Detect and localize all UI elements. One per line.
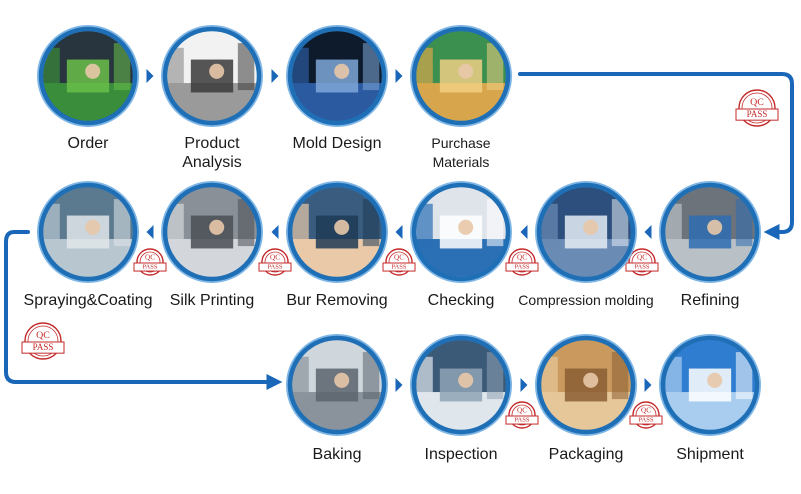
connector-layer <box>4 69 794 392</box>
step-label: Silk Printing <box>169 292 255 309</box>
step-ring <box>38 182 138 282</box>
stamp-qc-text: QC <box>517 254 527 262</box>
process-step-node <box>286 334 388 436</box>
row2-to-row3-connector <box>4 230 283 390</box>
step-ring <box>287 335 387 435</box>
flow-chevron <box>395 69 403 83</box>
qc-pass-stamp-icon: QC PASS <box>505 401 539 429</box>
flow-chevron <box>146 225 154 239</box>
machinery-photo <box>292 31 382 121</box>
step-ring <box>411 26 511 126</box>
process-step-node <box>659 334 761 436</box>
flow-chevron <box>644 225 652 239</box>
row1-to-row2-connector <box>518 72 794 240</box>
step-label: Refining <box>680 292 740 309</box>
step-ring <box>38 26 138 126</box>
inspection-workers-photo <box>416 340 506 430</box>
process-step-node <box>286 25 388 127</box>
flow-chevron <box>271 225 279 239</box>
stamp-qc-text: QC <box>270 254 280 262</box>
qc-pass-stamp-icon: QC PASS <box>382 248 416 276</box>
flow-chevron <box>520 378 528 392</box>
process-step-node <box>286 181 388 283</box>
flow-chevron <box>520 225 528 239</box>
stamp-pass-text: PASS <box>639 417 654 424</box>
process-step-node <box>37 181 139 283</box>
stamp-qc-text: QC <box>145 254 155 262</box>
process-step-node <box>37 25 139 127</box>
step-ring <box>287 182 387 282</box>
qc-pass-stamp-icon: QC PASS <box>625 248 659 276</box>
stamp-qc-text: QC <box>641 407 651 415</box>
stamp-pass-text: PASS <box>143 264 158 271</box>
step-label: Mold Design <box>292 135 382 152</box>
meeting-photo <box>167 31 257 121</box>
process-step-node <box>161 25 263 127</box>
stamp-pass-text: PASS <box>635 264 650 271</box>
step-ring <box>162 26 262 126</box>
stamp-qc-text: QC <box>394 254 404 262</box>
oven-cabinets-photo <box>292 340 382 430</box>
flow-chevron <box>395 378 403 392</box>
stamp-pass-text: PASS <box>33 342 54 352</box>
qc-pass-stamp-icon: QC PASS <box>505 248 539 276</box>
step-ring <box>660 335 760 435</box>
qc-pass-stamp-icon: QC PASS <box>629 401 663 429</box>
step-label-line: Product <box>184 135 240 152</box>
process-step-node <box>410 181 512 283</box>
qc-pass-stamp-icon: QC PASS <box>133 248 167 276</box>
step-label-line: Materials <box>432 154 490 170</box>
process-step-node <box>659 181 761 283</box>
stamp-pass-text: PASS <box>392 264 407 271</box>
step-ring <box>411 335 511 435</box>
node-layer: QCPASSQCPASSQCPASSQCPASSQCPASSQCPASSQCPA… <box>21 25 779 436</box>
process-step-node <box>535 181 637 283</box>
step-ring <box>660 182 760 282</box>
step-label: Checking <box>427 292 495 309</box>
cleanroom-workers-photo <box>541 187 631 277</box>
flow-chevron <box>146 69 154 83</box>
step-label: Shipment <box>676 446 744 463</box>
stamp-qc-text: QC <box>517 407 527 415</box>
process-step-node <box>535 334 637 436</box>
process-step-node <box>410 25 512 127</box>
step-label: Compression molding <box>518 292 654 308</box>
flow-chevron <box>644 378 652 392</box>
flow-chevron <box>395 225 403 239</box>
spray-booth-photo <box>43 187 133 277</box>
step-label: Spraying&Coating <box>23 292 153 309</box>
stamp-qc-text: QC <box>750 97 764 108</box>
step-label: Packaging <box>548 446 624 463</box>
flow-chevron <box>271 69 279 83</box>
stamp-qc-text: QC <box>36 330 50 341</box>
step-label: Bur Removing <box>286 292 388 309</box>
step-ring <box>411 182 511 282</box>
lab-technician-photo <box>416 187 506 277</box>
stamp-pass-text: PASS <box>747 109 768 119</box>
step-ring <box>536 182 636 282</box>
step-label: Order <box>67 135 109 152</box>
step-ring <box>162 182 262 282</box>
process-step-node <box>410 334 512 436</box>
step-label-line: Purchase <box>431 135 491 151</box>
step-label-line: Analysis <box>182 154 242 171</box>
process-step-node <box>161 181 263 283</box>
qc-pass-stamp-icon: QC PASS <box>258 248 292 276</box>
step-label: Inspection <box>424 446 498 463</box>
stamp-qc-text: QC <box>637 254 647 262</box>
step-label: Baking <box>312 446 362 463</box>
stamp-pass-text: PASS <box>268 264 283 271</box>
factory-workshop-photo <box>665 187 755 277</box>
stamp-pass-text: PASS <box>515 417 530 424</box>
stamp-pass-text: PASS <box>515 264 530 271</box>
step-ring <box>536 335 636 435</box>
step-ring <box>287 26 387 126</box>
